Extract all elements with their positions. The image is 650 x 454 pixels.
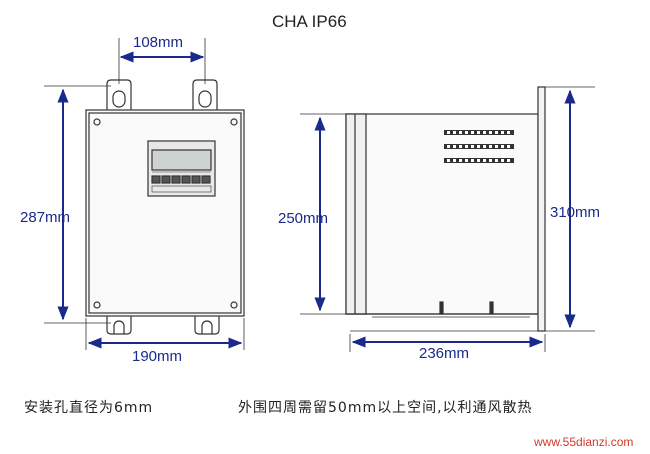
front-view <box>85 79 245 335</box>
dim-side-depth <box>349 334 546 352</box>
watermark: www.55dianzi.com <box>533 435 633 449</box>
note-clearance: 外围四周需留50mm以上空间,以利通风散热 <box>238 400 533 416</box>
dim-front-width-label: 190mm <box>132 348 182 365</box>
dim-side-depth-label: 236mm <box>419 345 469 362</box>
lcd-display-icon <box>151 149 212 171</box>
dim-side-total-height <box>545 86 595 332</box>
dim-front-height-label: 287mm <box>20 209 70 226</box>
dim-front-width <box>85 318 245 350</box>
dim-hole-spacing-label: 108mm <box>133 34 183 51</box>
mounting-hole-icon <box>194 316 220 335</box>
diagram-title: CHA IP66 <box>272 12 347 31</box>
keypad-icon <box>151 175 211 184</box>
dim-side-height <box>300 113 346 315</box>
note-hole-diameter: 安装孔直径为6mm <box>24 399 153 416</box>
mounting-plate <box>537 86 546 332</box>
dim-hole-spacing <box>118 38 206 84</box>
mounting-hole-icon <box>192 79 218 112</box>
dim-side-total-height-label: 310mm <box>550 204 600 221</box>
mounting-hole-icon <box>106 316 132 335</box>
mounting-hole-icon <box>106 79 132 112</box>
side-view <box>345 86 546 332</box>
dim-side-height-label: 250mm <box>278 210 328 227</box>
dim-front-height <box>44 85 111 324</box>
